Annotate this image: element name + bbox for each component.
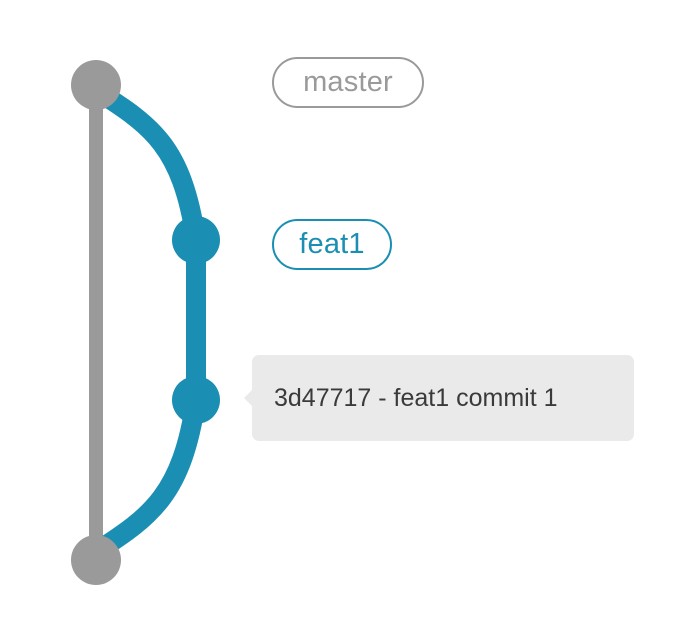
commit-node-feat1-commit-1[interactable] xyxy=(172,376,220,424)
commit-node-master-top[interactable] xyxy=(71,60,121,110)
commit-tooltip[interactable]: 3d47717 - feat1 commit 1 xyxy=(244,355,634,441)
branch-label-feat1[interactable]: feat1 xyxy=(272,219,392,270)
commit-node-master-bottom[interactable] xyxy=(71,535,121,585)
branch-label-master-text: master xyxy=(303,66,393,98)
tooltip-body: 3d47717 - feat1 commit 1 xyxy=(252,355,634,441)
commit-node-feat1-commit-2[interactable] xyxy=(172,216,220,264)
tooltip-commit-text: 3d47717 - feat1 commit 1 xyxy=(274,383,558,412)
branch-label-feat1-text: feat1 xyxy=(299,228,365,260)
branch-label-master[interactable]: master xyxy=(272,57,424,108)
feat1-branch-line xyxy=(86,80,206,562)
